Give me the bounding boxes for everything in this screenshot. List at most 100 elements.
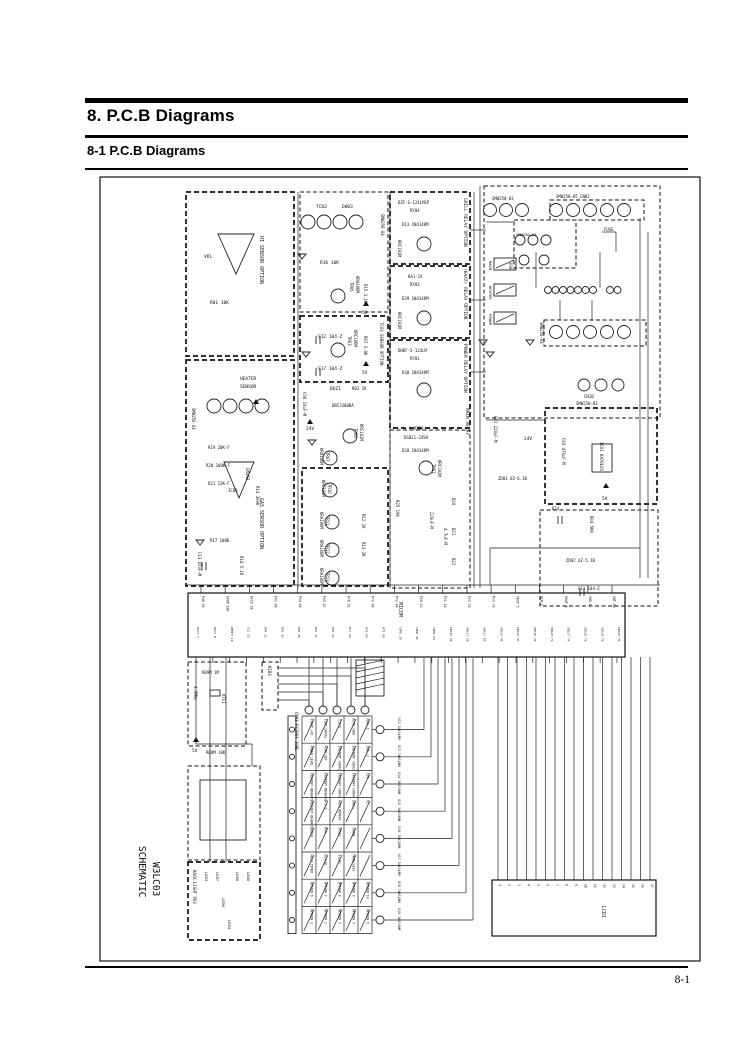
capacitor-symbol (201, 562, 207, 570)
connector-pin (594, 378, 608, 392)
micom-pin-label: RESET 19 (230, 627, 234, 642)
micom-pin-label: P77 63 (348, 627, 352, 638)
key-label: INSTANT REHEAT2 (324, 773, 328, 801)
label: TC03 (316, 204, 327, 210)
key-label: OPTION 4 (352, 909, 356, 924)
connector-pin (289, 808, 295, 815)
connector-pin (538, 254, 550, 266)
micom-pin-label: OSC2 8 (213, 627, 217, 638)
lcd-pin-number: 13 (612, 884, 616, 888)
micom-pin-label: P60 42 (331, 627, 335, 638)
micom-pin-label: P75 65 (381, 627, 385, 638)
key-label: DUAL-2 (366, 746, 370, 757)
connector-pin (549, 203, 563, 217)
connector-pin (514, 234, 526, 246)
switch-lever (331, 746, 343, 768)
key-label: CLOCK (338, 719, 342, 728)
micom-pin-label: XIN 3 (540, 596, 544, 606)
label: 5V (602, 496, 608, 502)
label: TR05 (349, 282, 354, 292)
transistor-symbol (324, 514, 340, 530)
lcd-pin-number: 11 (593, 884, 597, 888)
micom-pin-label: AVSS 28 (250, 596, 254, 610)
label: D13 1N4148M (402, 222, 429, 227)
matrix-col-pad (346, 705, 356, 715)
lcd-pin-number: 2 (508, 884, 512, 886)
connector-pin (544, 286, 552, 294)
connector-pin (206, 398, 222, 414)
micom-pin-label: P64 31 (264, 627, 268, 638)
micom-pin-label: P70 51 (346, 596, 350, 608)
ic-body (199, 779, 247, 841)
switch-lever (303, 746, 315, 768)
key-label: D2 (366, 800, 370, 804)
matrix-col-pad (332, 705, 342, 715)
micom-pin-label: INT 60 (612, 596, 616, 608)
lcd-pin-number: 4 (527, 884, 531, 886)
label: R16 10K (320, 260, 339, 266)
block-tc03-connector-block (299, 191, 389, 313)
switch-lever (359, 746, 371, 768)
label: C01 220uF-M (493, 416, 498, 443)
ground-symbol (478, 339, 488, 346)
relay-contact (493, 283, 517, 297)
connector-pin (559, 286, 567, 294)
power-arrow (193, 737, 199, 742)
block-keyin-block (261, 661, 279, 711)
label: GRILL RELAY OPTION (462, 198, 468, 247)
block-smw250-04-box (543, 319, 647, 347)
lcd-pin-number: 8 (565, 884, 569, 886)
switch-lever (317, 773, 329, 795)
label: 4.7uF-M (443, 528, 448, 545)
label: D21 (451, 528, 456, 536)
matrix-col-pad (318, 705, 328, 715)
label: KRA106M (319, 512, 324, 529)
label: R19 20K-F (208, 445, 230, 450)
key-label: OPTION 8 (338, 882, 342, 897)
matrix-row-pad (375, 861, 385, 871)
power-arrow (363, 301, 369, 306)
connector-pin (617, 203, 631, 217)
switch-lever (359, 882, 371, 904)
micom-pin-label: SEG19 78 (600, 627, 604, 642)
switch-lever (359, 773, 371, 795)
micom-pin-label: SEG12 65 (482, 627, 486, 642)
label: TR12 (325, 544, 330, 554)
diode-label: D18 1N4148M (397, 881, 401, 903)
label: D30 1N4148M (402, 370, 429, 375)
label: MAIN (488, 261, 493, 271)
switch-lever (345, 718, 357, 741)
label: R14 300K (255, 486, 260, 506)
connector-pin (289, 862, 295, 869)
label: FUSE (604, 227, 614, 232)
transistor-symbol (416, 310, 432, 326)
transistor-symbol (324, 542, 340, 558)
ground-symbol (301, 351, 311, 358)
label: POWER RELAY OPTION (462, 344, 468, 393)
label: BACK LIGHT P03 (192, 870, 197, 904)
capacitor-symbol (579, 588, 585, 596)
label: R17 100K (210, 538, 230, 543)
block-hi-sensor-option (185, 191, 295, 357)
relay-lever (495, 285, 515, 295)
ground-symbol (195, 539, 205, 546)
micom-pin-label: P71 44 (370, 596, 374, 608)
key-label: OPTION 1 (310, 909, 314, 924)
matrix-row-pad (375, 779, 385, 789)
matrix-row-pad (375, 725, 385, 735)
lcd-body (491, 879, 657, 937)
connector-pin (540, 234, 552, 246)
key-label: OPTION 2 (324, 909, 328, 924)
label: R13 2K (361, 542, 366, 557)
label: R08M 10K (206, 750, 226, 755)
hatch-line (355, 683, 385, 691)
micom-pin-label: SEG20 75 (617, 627, 621, 642)
label: SMW250-04 (380, 214, 385, 236)
label: R18 5.1K (239, 556, 244, 576)
label: SMW250-04 (539, 322, 544, 344)
label: CN10 (584, 394, 594, 399)
matrix-col-pad (304, 705, 314, 715)
label: RY01 (410, 356, 420, 361)
opamp-symbol (223, 461, 255, 500)
key-label: OPTION 10 (366, 882, 370, 899)
